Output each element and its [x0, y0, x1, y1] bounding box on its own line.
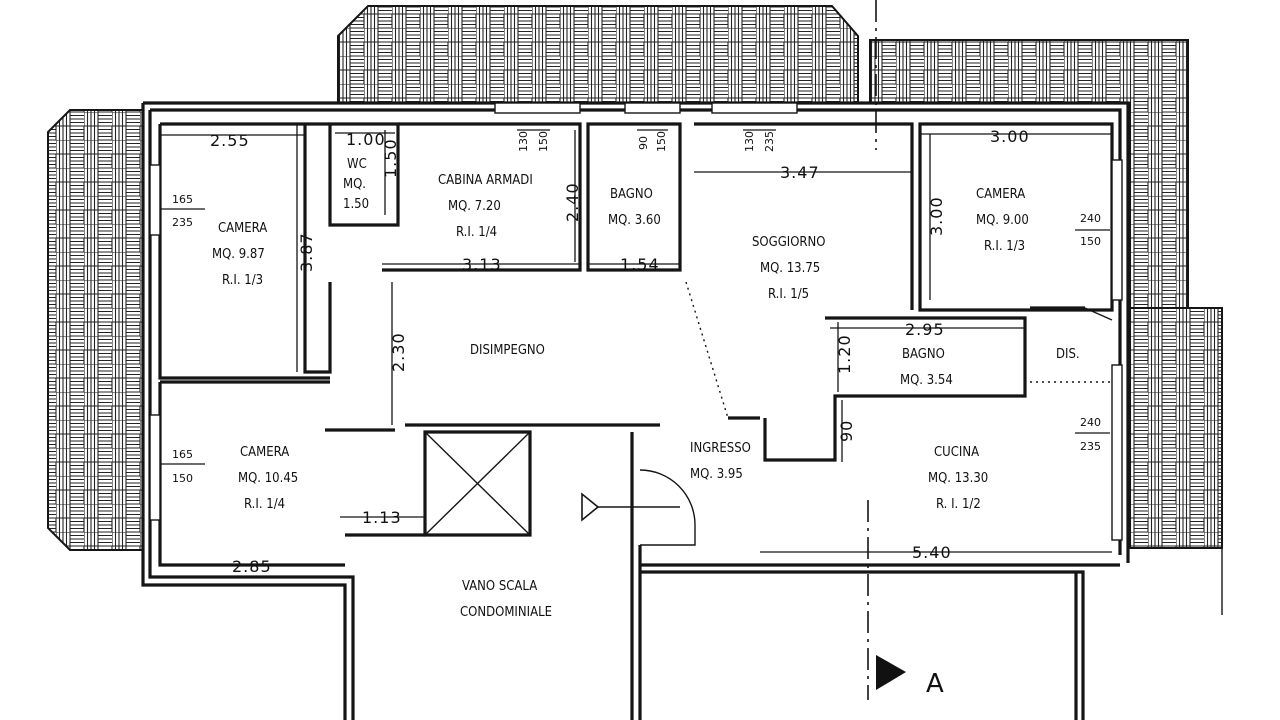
window-soggiorno-a: 130	[743, 131, 756, 152]
window-sw-bottom: 150	[172, 472, 193, 485]
window-se-top: 240	[1080, 416, 1101, 429]
window-cabina-b: 150	[537, 131, 550, 152]
room-camera-ne-area: MQ. 9.00	[976, 213, 1029, 228]
room-bagno-e-name: BAGNO	[902, 347, 945, 362]
dim-1-00: 1.00	[346, 130, 386, 149]
dim-1-50: 1.50	[381, 138, 400, 178]
window-ne-top: 240	[1080, 212, 1101, 225]
room-camera-ne-name: CAMERA	[976, 187, 1025, 202]
terrace-east	[1129, 307, 1223, 549]
room-camera-nw-ri: R.I. 1/3	[222, 273, 263, 288]
room-bagno-n-area: MQ. 3.60	[608, 213, 661, 228]
elevator-shaft	[424, 431, 531, 536]
window-sw-top: 165	[172, 448, 193, 461]
window-bagno-b: 150	[655, 131, 668, 152]
dim-3-00-horizontal: 3.00	[990, 127, 1030, 146]
dim-2-40: 2.40	[563, 182, 582, 222]
room-cabina-ri: R.I. 1/4	[456, 225, 497, 240]
dim-2-55: 2.55	[210, 131, 250, 150]
room-cucina-name: CUCINA	[934, 445, 979, 460]
room-vano-scala-line1: VANO SCALA	[462, 579, 537, 594]
room-soggiorno-area: MQ. 13.75	[760, 261, 820, 276]
window-ne-bottom: 150	[1080, 235, 1101, 248]
section-marker: A	[926, 669, 944, 699]
dimension-labels: 2.55 1.00 1.50 2.40 3.47 3.00 3.00 3.87 …	[210, 127, 1030, 576]
window-nw-top: 165	[172, 193, 193, 206]
window-soggiorno-b: 235	[763, 131, 776, 152]
section-arrow-icon	[876, 655, 906, 690]
room-soggiorno-name: SOGGIORNO	[752, 235, 826, 250]
dim-2-30: 2.30	[389, 332, 408, 372]
dim-1-20: 1.20	[835, 334, 854, 374]
room-cucina-area: MQ. 13.30	[928, 471, 988, 486]
room-cabina-area: MQ. 7.20	[448, 199, 501, 214]
room-camera-sw-area: MQ. 10.45	[238, 471, 298, 486]
room-ingresso-area: MQ. 3.95	[690, 467, 743, 482]
room-camera-nw-area: MQ. 9.87	[212, 247, 265, 262]
room-bagno-n-name: BAGNO	[610, 187, 653, 202]
windows	[149, 102, 1123, 541]
terrace-northeast	[869, 39, 1189, 309]
doors	[581, 281, 1113, 546]
window-bagno-a: 90	[637, 136, 650, 150]
room-soggiorno-ri: R.I. 1/5	[768, 287, 809, 302]
dimension-lines	[160, 124, 1112, 566]
room-wc-name: WC	[347, 157, 367, 172]
room-camera-ne-ri: R.I. 1/3	[984, 239, 1025, 254]
dim-3-13: 3.13	[462, 255, 502, 274]
room-wc-value: 1.50	[343, 197, 369, 212]
terrace-north	[337, 5, 859, 104]
dim-3-47: 3.47	[780, 163, 820, 182]
interior-walls	[158, 122, 1114, 567]
dim-3-87: 3.87	[297, 232, 316, 272]
room-dis-name: DIS.	[1056, 347, 1080, 362]
room-cucina-ri: R. I. 1/2	[936, 497, 981, 512]
window-nw-bottom: 235	[172, 216, 193, 229]
section-line: A	[867, 0, 944, 700]
window-cabina-a: 130	[517, 131, 530, 152]
dim-90: 90	[837, 420, 856, 442]
window-labels: 165 235 165 150 240 150 240 235 130 150 …	[172, 131, 1101, 485]
room-ingresso-name: INGRESSO	[690, 441, 751, 456]
room-disimpegno-name: DISIMPEGNO	[470, 343, 545, 358]
room-camera-sw-ri: R.I. 1/4	[244, 497, 285, 512]
room-wc-area: MQ.	[343, 177, 366, 192]
dim-1-13: 1.13	[362, 508, 402, 527]
room-camera-nw-name: CAMERA	[218, 221, 267, 236]
window-se-bottom: 235	[1080, 440, 1101, 453]
dim-5-40: 5.40	[912, 543, 952, 562]
dim-2-95: 2.95	[905, 320, 945, 339]
dim-2-85: 2.85	[232, 557, 272, 576]
room-bagno-e-area: MQ. 3.54	[900, 373, 953, 388]
room-vano-scala-line2: CONDOMINIALE	[460, 605, 552, 620]
room-cabina-name: CABINA ARMADI	[438, 173, 533, 188]
dim-3-00-vertical: 3.00	[927, 196, 946, 236]
terraces	[47, 5, 1223, 615]
terrace-west	[47, 109, 144, 551]
room-camera-sw-name: CAMERA	[240, 445, 289, 460]
dim-1-54: 1.54	[620, 255, 660, 274]
room-labels: CAMERA MQ. 9.87 R.I. 1/3 WC MQ. 1.50 CAB…	[212, 157, 1080, 620]
entry-arrow-icon	[581, 492, 600, 522]
